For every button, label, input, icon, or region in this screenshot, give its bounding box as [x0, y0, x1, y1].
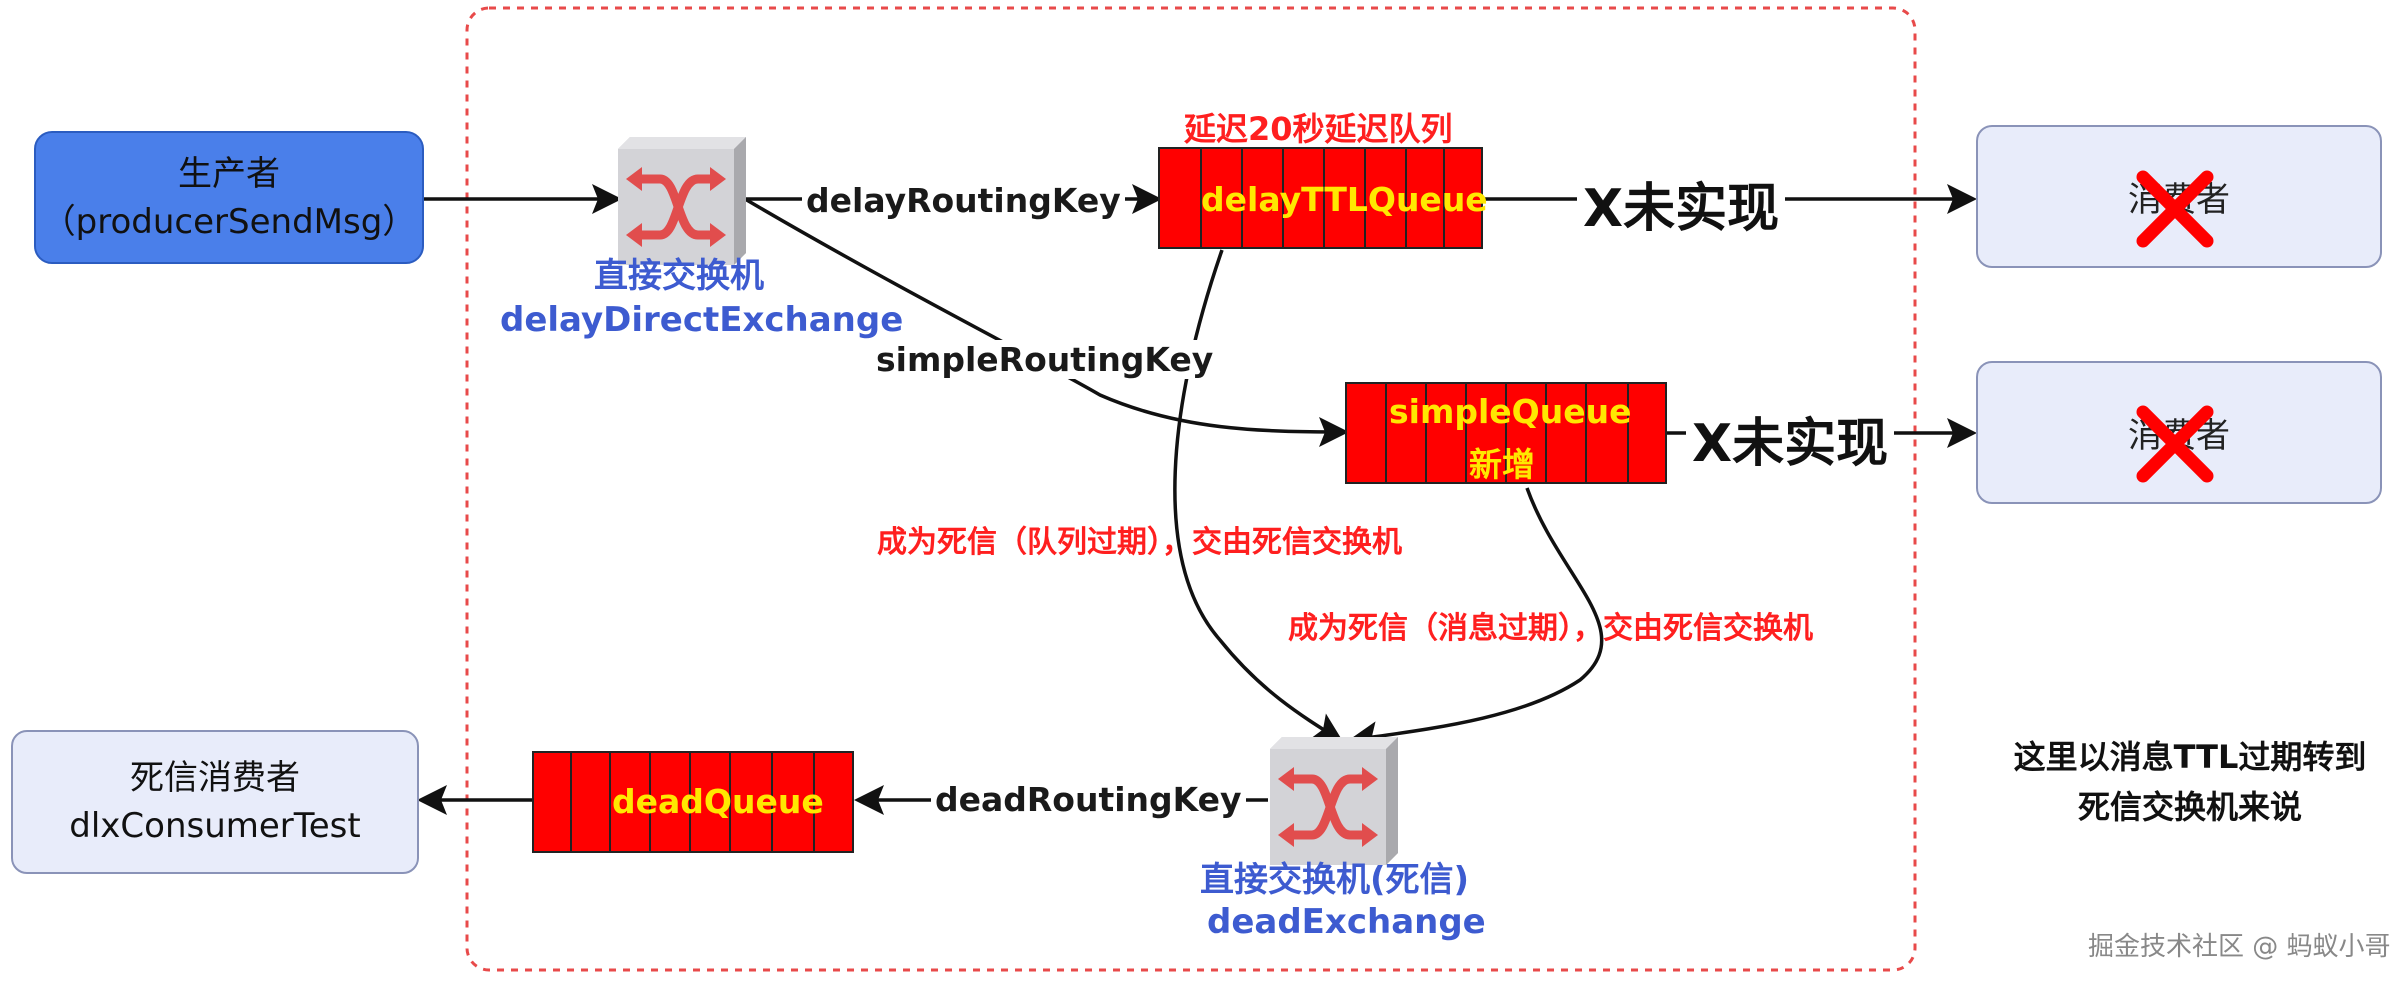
dead-routing-key-label: deadRoutingKey — [931, 780, 1246, 819]
dlx-consumer-name: dlxConsumerTest — [69, 806, 361, 846]
delay-routing-key-label: delayRoutingKey — [802, 181, 1125, 220]
delay-consumer-not-implemented: X未实现 — [1577, 166, 1786, 241]
queue-expired-annotation: 成为死信（队列过期），交由死信交换机 — [877, 525, 1402, 560]
dlx-consumer-title: 死信消费者 — [130, 758, 300, 798]
producer-node: 生产者 （producerSendMsg） — [34, 131, 424, 264]
dead-exchange-name: deadExchange — [1207, 902, 1486, 942]
simple-consumer-cross-icon — [2136, 405, 2214, 483]
delay-exchange-icon — [618, 137, 746, 265]
simple-consumer-not-implemented: X未实现 — [1686, 401, 1895, 476]
delay-exchange-label: 直接交换机 — [594, 256, 764, 296]
dead-queue-name: deadQueue — [612, 782, 824, 821]
dead-exchange-icon — [1270, 737, 1398, 865]
delay-queue-caption: 延迟20秒延迟队列 — [1184, 110, 1453, 148]
dlx-consumer-node: 死信消费者 dlxConsumerTest — [11, 730, 419, 874]
simple-queue-to-dead-exchange-arrow — [1348, 487, 1604, 752]
simple-queue-name: simpleQueue — [1389, 392, 1632, 431]
delay-queue-name: delayTTLQueue — [1201, 180, 1488, 219]
dead-exchange-label: 直接交换机(死信) — [1200, 860, 1470, 900]
delay-consumer-cross-icon — [2136, 170, 2214, 248]
delay-queue-to-dead-exchange-arrow — [1173, 249, 1344, 743]
exchange-to-simple-queue-arrow — [744, 197, 1349, 447]
producer-subtitle: （producerSendMsg） — [41, 201, 417, 242]
delay-ttl-queue-shape — [1158, 147, 1483, 249]
explanation-note-line1: 这里以消息TTL过期转到 — [2013, 738, 2367, 776]
delay-exchange-name: delayDirectExchange — [500, 300, 904, 340]
explanation-note-line2: 死信交换机来说 — [2077, 788, 2302, 826]
explanation-note: 这里以消息TTL过期转到 死信交换机来说 — [1990, 732, 2390, 832]
simple-routing-key-label: simpleRoutingKey — [872, 340, 1218, 379]
exchange-boundary — [465, 6, 1917, 972]
simple-queue-shape — [1345, 382, 1667, 484]
watermark: 掘金技术社区 @ 蚂蚁小哥 — [2088, 932, 2391, 962]
message-expired-annotation: 成为死信（消息过期），交由死信交换机 — [1288, 611, 1813, 646]
dead-queue-shape — [532, 751, 854, 853]
producer-title: 生产者 — [178, 153, 280, 194]
simple-queue-note: 新增 — [1469, 445, 1535, 484]
